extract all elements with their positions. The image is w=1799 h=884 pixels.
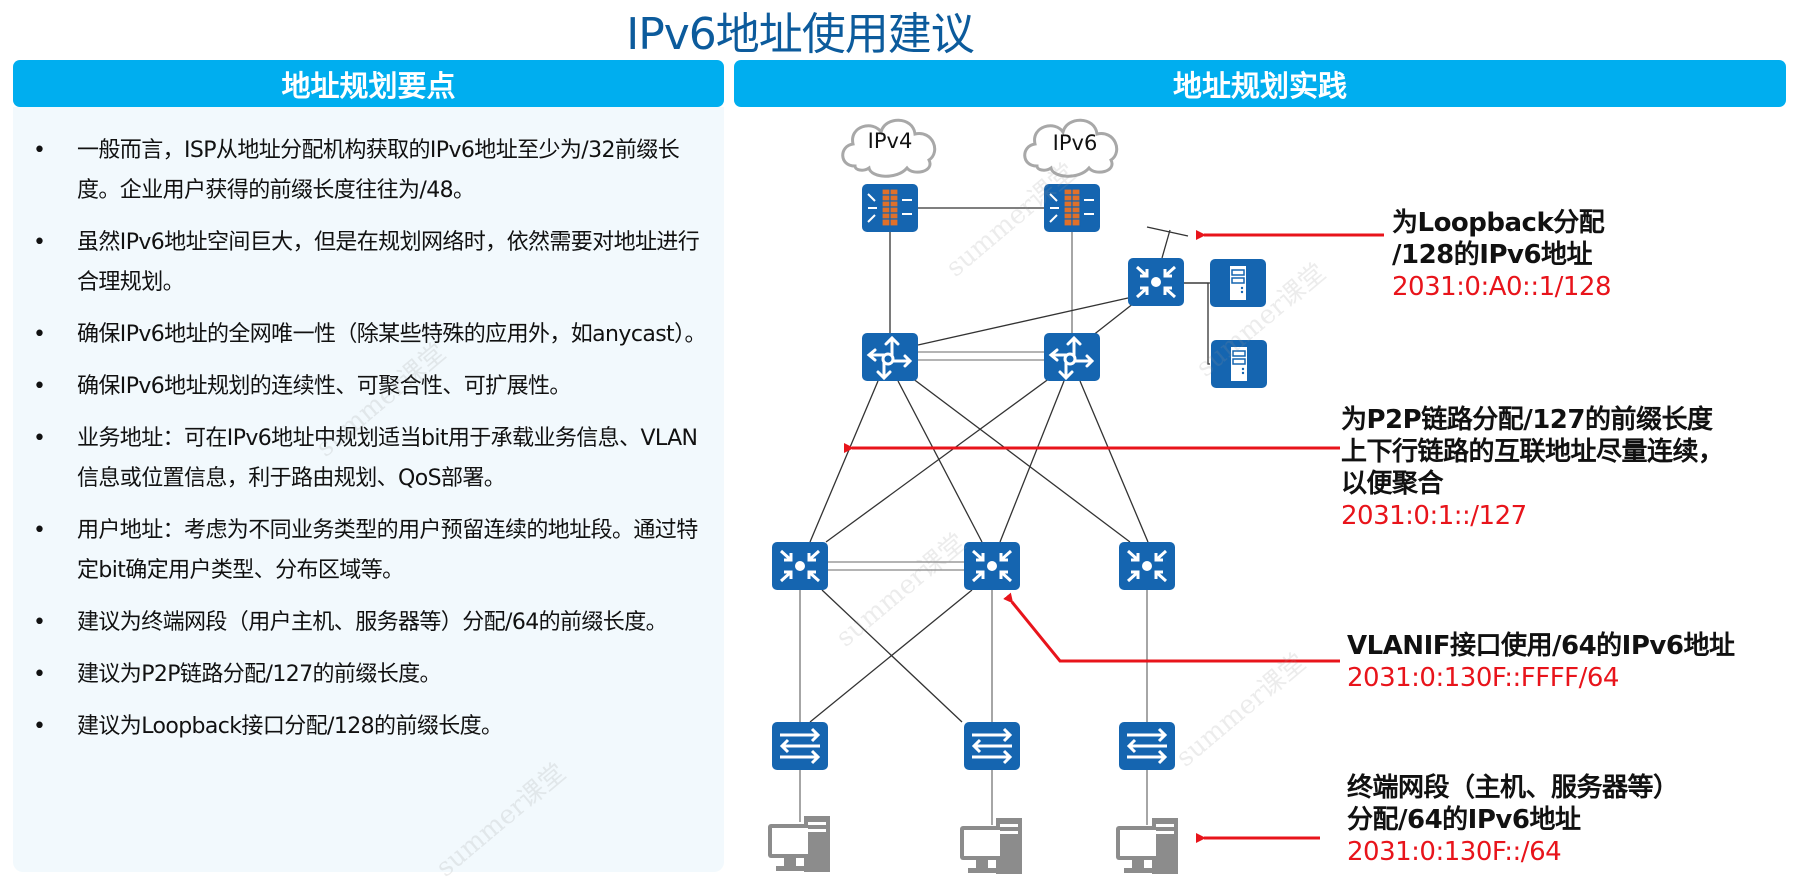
bullet-item: •确保IPv6地址规划的连续性、可聚合性、可扩展性。 (13, 367, 724, 407)
bullet-list: •一般而言，ISP从地址分配机构获取的IPv6地址至少为/32前缀长度。企业用户… (13, 131, 724, 759)
firewall-icon[interactable] (1044, 184, 1100, 232)
address-p2p: 2031:0:1::/127 (1341, 501, 1527, 531)
links (799, 207, 1210, 825)
l2-switch-icon[interactable] (772, 722, 828, 770)
bullet-icon: • (33, 322, 46, 347)
link-core2-agg3 (1079, 380, 1149, 543)
bullet-icon: • (33, 138, 46, 163)
link-core1-agg1 (809, 380, 879, 543)
link-core1-agg3 (911, 377, 1131, 543)
loopback-bar (1146, 226, 1189, 237)
bullet-item: •建议为Loopback接口分配/128的前缀长度。 (13, 707, 724, 747)
bullet-icon: • (33, 230, 46, 255)
link-core1-lb (917, 297, 1129, 346)
bullet-item: •一般而言，ISP从地址分配机构获取的IPv6地址至少为/32前缀长度。企业用户… (13, 131, 724, 211)
firewall-icon[interactable] (862, 184, 918, 232)
bullet-icon: • (33, 518, 46, 543)
bullet-item: •用户地址：考虑为不同业务类型的用户预留连续的地址段。通过特定bit确定用户类型… (13, 511, 724, 591)
bullet-icon: • (33, 374, 46, 399)
annotation-p2p: 为P2P链路分配/127的前缀长度 上下行链路的互联地址尽量连续， 以便聚合 2… (1341, 405, 1724, 531)
annotation-loopback: 为Loopback分配 /128的IPv6地址 2031:0:A0::1/128 (1392, 208, 1612, 302)
page-title: IPv6地址使用建议 (626, 9, 975, 60)
arrow-vlanif (1003, 592, 1340, 663)
l3-switch-icon[interactable] (1119, 542, 1175, 590)
bullet-icon: • (33, 714, 46, 739)
address-vlanif: 2031:0:130F::FFFF/64 (1347, 663, 1619, 693)
bullet-item: •虽然IPv6地址空间巨大，但是在规划网络时，依然需要对地址进行合理规划。 (13, 223, 724, 303)
cloud-label-ipv6: IPv6 (1053, 131, 1098, 155)
right-panel-header: 地址规划实践 (734, 60, 1786, 107)
address-loopback: 2031:0:A0::1/128 (1392, 272, 1612, 302)
annotation-vlanif: VLANIF接口使用/64的IPv6地址 2031:0:130F::FFFF/6… (1347, 631, 1735, 693)
cloud-label-ipv4: IPv4 (868, 129, 913, 153)
l2-switch-icon[interactable] (1119, 722, 1175, 770)
bullet-icon: • (33, 426, 46, 451)
bullet-item: •业务地址：可在IPv6地址中规划适当bit用于承载业务信息、VLAN信息或位置… (13, 419, 724, 499)
link-core2-lb (1091, 302, 1135, 337)
host-pc-icon[interactable] (960, 818, 1022, 874)
router-icon[interactable] (1044, 333, 1100, 381)
bullet-icon: • (33, 610, 46, 635)
link-agg2-acc1 (809, 589, 973, 723)
link-lb-loopback (1161, 229, 1171, 259)
bullet-item: •建议为终端网段（用户主机、服务器等）分配/64的前缀长度。 (13, 603, 724, 643)
host-pc-icon[interactable] (1116, 818, 1178, 874)
link-core2-agg2 (999, 380, 1065, 543)
annotation-host: 终端网段（主机、服务器等） 分配/64的IPv6地址 2031:0:130F::… (1347, 773, 1679, 867)
bullet-icon: • (33, 662, 46, 687)
address-host: 2031:0:130F::/64 (1347, 837, 1562, 867)
left-panel: •一般而言，ISP从地址分配机构获取的IPv6地址至少为/32前缀长度。企业用户… (13, 107, 724, 872)
router-icon[interactable] (862, 333, 918, 381)
server-icon[interactable] (1210, 259, 1266, 307)
bullet-item: •确保IPv6地址的全网唯一性（除某些特殊的应用外，如anycast）。 (13, 315, 724, 355)
link-core1-agg2 (897, 380, 983, 543)
link-core2-agg1 (825, 377, 1051, 543)
l3-switch-icon[interactable] (1128, 258, 1184, 306)
link-lb-servers (1184, 282, 1210, 365)
server-icon[interactable] (1211, 340, 1267, 388)
bullet-item: •建议为P2P链路分配/127的前缀长度。 (13, 655, 724, 695)
l3-switch-icon[interactable] (772, 542, 828, 590)
l3-switch-icon[interactable] (964, 542, 1020, 590)
host-pc-icon[interactable] (768, 816, 830, 872)
left-panel-header: 地址规划要点 (13, 60, 724, 107)
l2-switch-icon[interactable] (964, 722, 1020, 770)
